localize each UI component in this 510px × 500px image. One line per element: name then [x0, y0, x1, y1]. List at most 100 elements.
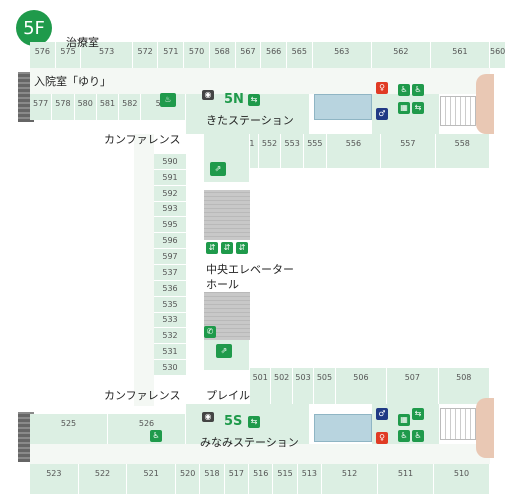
room-507: 507	[387, 368, 439, 404]
room-595: 595	[154, 217, 186, 234]
room-530: 530	[154, 360, 186, 376]
room-502: 502	[271, 368, 293, 404]
phone-icon: ✆	[204, 326, 216, 338]
elevator-icon: ⇵	[221, 242, 233, 254]
room-518: 518	[200, 464, 225, 494]
admission-room-label: 入院室「ゆり」	[34, 75, 111, 88]
room-557: 557	[381, 134, 436, 168]
room-592: 592	[154, 185, 186, 202]
north-lounge	[314, 94, 372, 120]
north-stairs	[440, 96, 476, 126]
room-575: 575	[55, 42, 82, 68]
room-513: 513	[297, 464, 323, 494]
central-corridor	[134, 134, 154, 406]
elevator-icon: ⇵	[236, 242, 248, 254]
south-stairs	[440, 408, 476, 440]
stairs-exit-icon: ⇗	[216, 344, 232, 358]
exit-icon: ⇆	[412, 408, 424, 420]
room-515: 515	[273, 464, 298, 494]
room-526: 526	[108, 414, 186, 444]
south-station-label: みなみステーション	[200, 436, 299, 449]
room-522: 522	[78, 464, 128, 494]
room-537: 537	[154, 265, 186, 281]
room-570: 570	[184, 42, 210, 68]
elevator-sign-icon: ⇆	[248, 94, 260, 106]
room-555: 555	[304, 134, 327, 168]
room-553: 553	[281, 134, 305, 168]
room-590: 590	[154, 154, 186, 170]
room-560: 560	[490, 42, 507, 68]
elevator-hall-label-2: ホール	[206, 278, 239, 291]
room-516: 516	[249, 464, 274, 494]
north-station-label: きたステーション	[206, 114, 294, 127]
wheelchair-icon: ♿	[412, 84, 424, 96]
male-toilet-icon: ♂	[376, 408, 388, 420]
female-toilet-icon: ♀	[376, 432, 388, 444]
floor-badge: 5F	[16, 10, 52, 46]
elevator-sign-icon: ⇆	[248, 416, 260, 428]
camera-icon: ◉	[202, 412, 214, 422]
room-520: 520	[176, 464, 201, 494]
south-corridor	[30, 444, 490, 464]
room-596: 596	[154, 233, 186, 250]
room-581: 581	[96, 94, 120, 120]
room-591: 591	[154, 169, 186, 186]
room-503: 503	[292, 368, 315, 404]
wheelchair-icon: ♿	[412, 430, 424, 442]
room-577: 577	[30, 94, 53, 120]
room-571: 571	[158, 42, 185, 68]
toilet-icon: ▦	[398, 102, 410, 114]
north-east-end	[476, 74, 494, 134]
room-552: 552	[258, 134, 282, 168]
room-506: 506	[335, 368, 388, 404]
room-501: 501	[250, 368, 272, 404]
elevator-hall-label: 中央エレベーター	[206, 263, 294, 276]
room-521: 521	[127, 464, 177, 494]
room-567: 567	[235, 42, 262, 68]
bath-icon: ♨	[160, 93, 176, 107]
room-533: 533	[154, 312, 186, 329]
room-535: 535	[154, 296, 186, 313]
room-573: 573	[81, 42, 133, 68]
female-toilet-icon: ♀	[376, 82, 388, 94]
south-east-end	[476, 398, 494, 458]
conference-bottom-label: カンファレンス	[104, 389, 181, 402]
room-566: 566	[261, 42, 287, 68]
room-593: 593	[154, 201, 186, 218]
room-565: 565	[286, 42, 313, 68]
room-572: 572	[132, 42, 159, 68]
room-576: 576	[30, 42, 56, 68]
room-563: 563	[312, 42, 372, 68]
north-station-code: 5N	[224, 92, 244, 107]
room-512: 512	[322, 464, 379, 494]
conference-top-label: カンファレンス	[104, 133, 181, 146]
floor-label: 5F	[23, 17, 45, 39]
room-517: 517	[224, 464, 250, 494]
room-597: 597	[154, 249, 186, 265]
room-580: 580	[74, 94, 97, 120]
wheelchair-icon: ♿	[398, 84, 410, 96]
room-532: 532	[154, 328, 186, 345]
wheelchair-icon: ♿	[398, 430, 410, 442]
camera-icon: ◉	[202, 90, 214, 100]
toilet-icon: ▦	[398, 414, 410, 426]
room-558: 558	[435, 134, 490, 168]
elevator-shaft-1	[204, 190, 250, 240]
room-578: 578	[52, 94, 75, 120]
room-505: 505	[314, 368, 336, 404]
room-511: 511	[378, 464, 434, 494]
treatment-room-label: 治療室	[66, 36, 99, 49]
room-561: 561	[430, 42, 490, 68]
room-582: 582	[119, 94, 142, 120]
elevator-icon: ⇵	[206, 242, 218, 254]
room-556: 556	[326, 134, 382, 168]
room-568: 568	[209, 42, 236, 68]
stairs-exit-icon: ⇗	[210, 162, 226, 176]
room-523: 523	[30, 464, 79, 494]
wheelchair-icon: ♿	[150, 430, 162, 442]
room-562: 562	[371, 42, 431, 68]
room-510: 510	[434, 464, 490, 494]
room-536: 536	[154, 280, 186, 297]
room-531: 531	[154, 344, 186, 361]
south-station-code: 5S	[224, 414, 243, 429]
